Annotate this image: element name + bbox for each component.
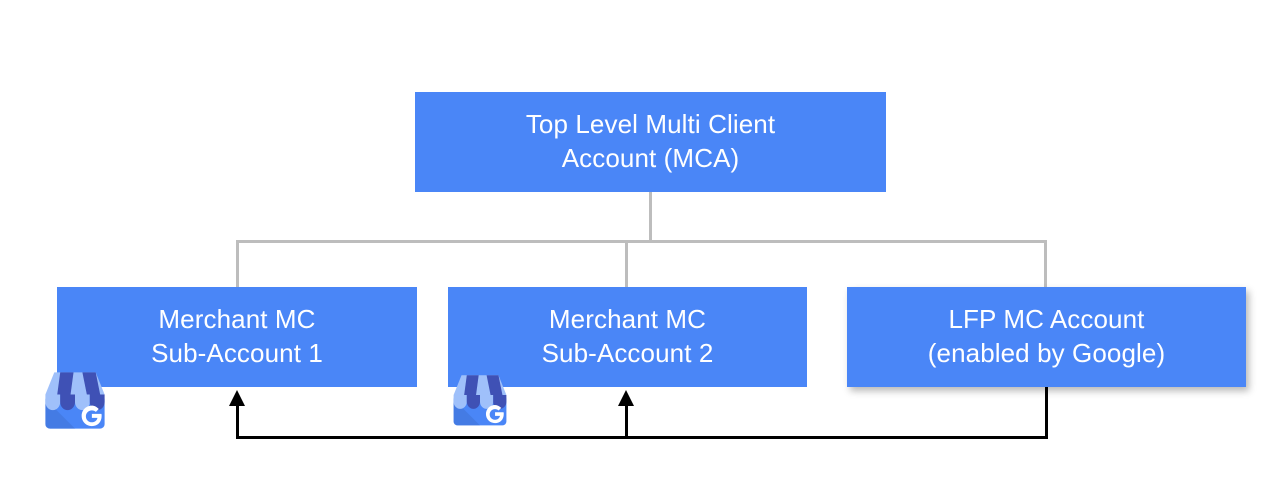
connector-horizontal-bar bbox=[236, 240, 1047, 243]
feed-arrow-lfp-downstroke bbox=[1045, 387, 1048, 438]
node-merchant-sub-account-1[interactable]: Merchant MC Sub-Account 1 bbox=[57, 287, 417, 387]
node-top-level-mca-label: Top Level Multi Client Account (MCA) bbox=[525, 109, 776, 173]
feed-arrow-baseline bbox=[236, 436, 1048, 439]
google-business-profile-icon bbox=[38, 362, 112, 436]
connector-drop-sub1 bbox=[236, 240, 239, 288]
node-merchant-sub-account-2-label: Merchant MC Sub-Account 2 bbox=[541, 304, 714, 368]
node-lfp-mc-account-label: LFP MC Account (enabled by Google) bbox=[927, 304, 1166, 368]
connector-drop-lfp bbox=[1044, 240, 1047, 288]
arrowhead-to-sub2 bbox=[618, 390, 634, 406]
connector-drop-sub2 bbox=[625, 240, 628, 288]
google-business-profile-icon bbox=[447, 366, 513, 432]
arrowhead-to-sub1 bbox=[229, 390, 245, 406]
feed-arrow-to-sub1-stem bbox=[236, 400, 239, 438]
feed-arrow-to-sub2-stem bbox=[625, 400, 628, 438]
connector-top-stem bbox=[649, 192, 652, 242]
node-top-level-mca[interactable]: Top Level Multi Client Account (MCA) bbox=[415, 92, 886, 192]
node-merchant-sub-account-2[interactable]: Merchant MC Sub-Account 2 bbox=[448, 287, 807, 387]
node-lfp-mc-account[interactable]: LFP MC Account (enabled by Google) bbox=[847, 287, 1246, 387]
node-merchant-sub-account-1-label: Merchant MC Sub-Account 1 bbox=[151, 304, 323, 368]
